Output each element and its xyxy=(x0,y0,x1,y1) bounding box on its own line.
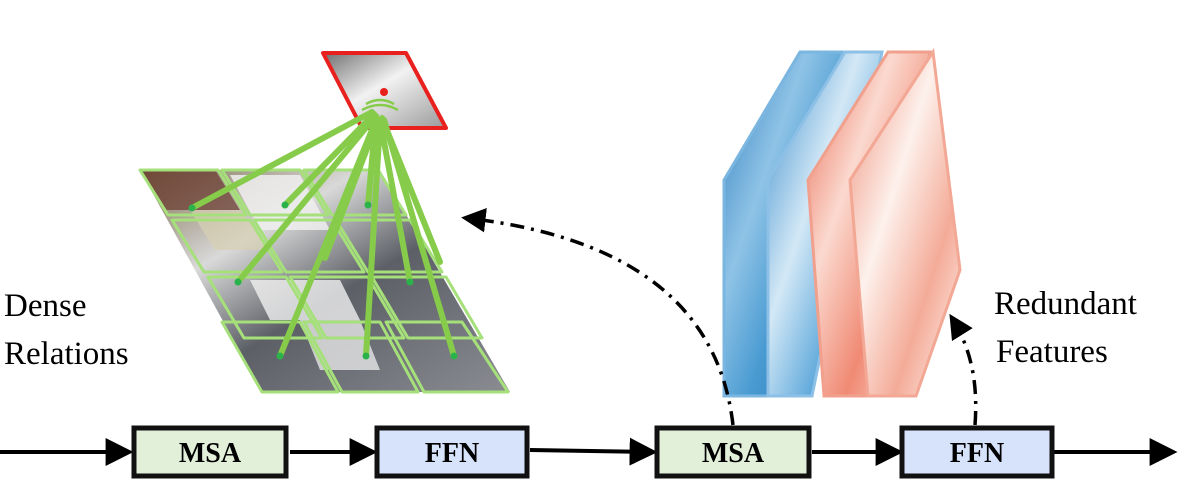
ffn-block-1-label: FFN xyxy=(425,438,479,469)
msa-block-2: MSA xyxy=(654,425,812,479)
msa-block-1-label: MSA xyxy=(179,438,242,469)
right-caption-line1: Redundant xyxy=(994,286,1137,322)
ffn-block-1: FFN xyxy=(374,425,530,479)
left-caption-line2: Relations xyxy=(4,336,129,372)
query-attention-arcs xyxy=(361,98,399,112)
feature-maps xyxy=(722,47,962,398)
left-caption-line1: Dense xyxy=(4,288,86,324)
feature-map-red-2 xyxy=(848,47,962,398)
msa-to-relations-arrow xyxy=(461,208,735,426)
relation-endpoints xyxy=(188,201,458,360)
query-patch xyxy=(321,51,448,130)
relation-lines xyxy=(189,109,457,359)
msa-block-2-label: MSA xyxy=(702,438,765,469)
right-caption-line2: Features xyxy=(996,334,1108,370)
ffn-to-features-arrow xyxy=(949,313,978,426)
msa-block-1: MSA xyxy=(131,425,289,479)
image-patch-grid xyxy=(138,168,510,394)
ffn-block-2: FFN xyxy=(899,425,1055,479)
ffn-block-2-label: FFN xyxy=(950,438,1004,469)
pipeline xyxy=(0,437,1178,466)
arrow-ffn1-msa2 xyxy=(529,437,658,466)
query-point xyxy=(380,88,388,96)
